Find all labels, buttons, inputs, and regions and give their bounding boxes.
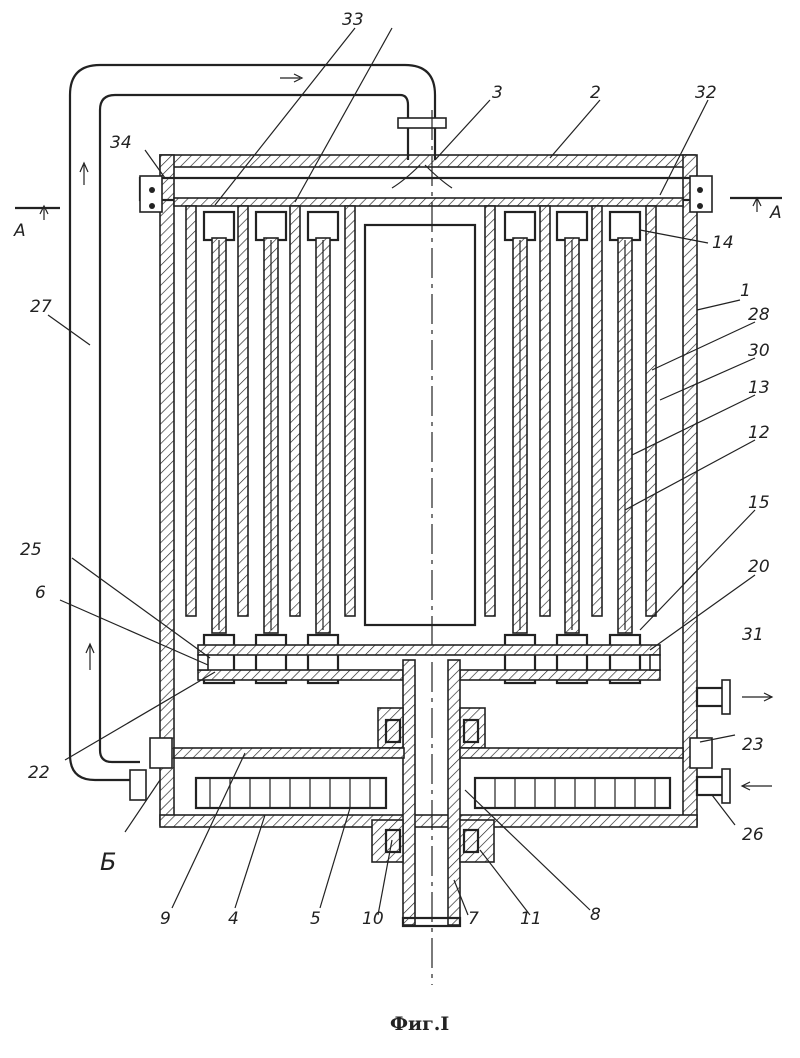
callout-26: 30 xyxy=(748,341,770,361)
section-mark-right: A xyxy=(730,198,782,223)
callout-2: 2 xyxy=(590,83,601,103)
callout-7: 7 xyxy=(468,909,479,929)
callout-1: 1 xyxy=(740,281,751,301)
inlet-nozzle xyxy=(697,769,772,803)
callout-6: 6 xyxy=(35,583,46,603)
callout-8: 8 xyxy=(590,905,601,925)
callout-33: 34 xyxy=(110,133,132,153)
bottom-manifold xyxy=(198,645,660,680)
callout-14: 14 xyxy=(712,233,734,253)
callout-10: 10 xyxy=(362,909,384,929)
callout-5: 5 xyxy=(310,909,321,929)
right-tube-bank xyxy=(485,206,656,683)
figure-caption: Фиг.I xyxy=(390,1013,449,1035)
callout-12: 12 xyxy=(748,423,770,443)
callout-9: 9 xyxy=(160,909,171,929)
rotor-disk xyxy=(150,738,712,768)
callout-30: 26 xyxy=(742,825,764,845)
outlet-nozzle xyxy=(697,680,772,714)
bypass-pipe xyxy=(70,65,452,800)
callout-32: 31 xyxy=(742,625,764,645)
callout-13: 13 xyxy=(748,378,770,398)
view-mark-b: Б xyxy=(100,848,116,876)
callout-31: 27 xyxy=(30,297,52,317)
callout-22: 22 xyxy=(28,763,50,783)
callout-25: 28 xyxy=(748,305,770,325)
callout-23: 25 xyxy=(20,540,42,560)
left-tube-bank xyxy=(186,206,355,683)
callout-27: 32 xyxy=(695,83,717,103)
callout-34: 23 xyxy=(742,735,764,755)
section-mark-left: A xyxy=(13,206,60,241)
svg-text:A: A xyxy=(769,203,782,223)
callout-11: 11 xyxy=(520,909,542,929)
callout-15: 15 xyxy=(748,493,770,513)
top-manifold xyxy=(140,176,712,212)
impeller xyxy=(196,778,670,808)
callout-20: 20 xyxy=(748,557,770,577)
callout-4: 4 xyxy=(228,909,239,929)
svg-text:A: A xyxy=(13,221,26,241)
callout-3: 3 xyxy=(492,83,503,103)
callout-28: 33 xyxy=(342,10,364,30)
